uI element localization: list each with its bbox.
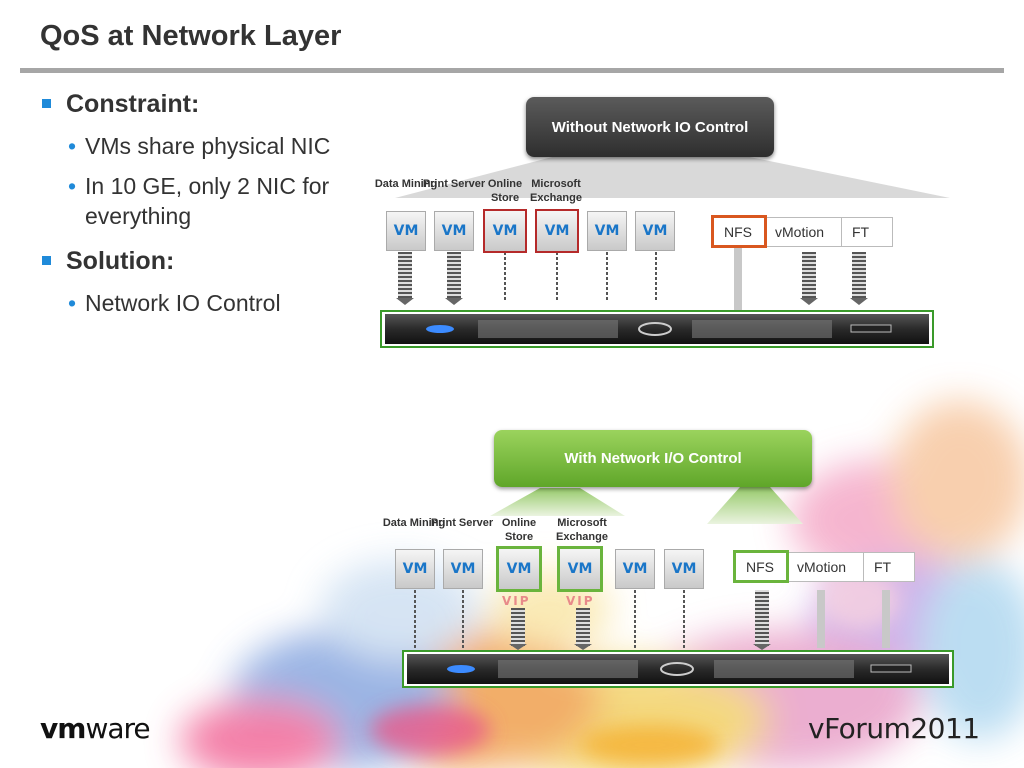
sub-bullet: • In 10 GE, only 2 NIC for everything — [40, 171, 370, 231]
bullet-solution: Solution: — [40, 247, 370, 276]
title-divider — [20, 68, 1004, 73]
bottom-fan-right — [707, 487, 803, 524]
vm-tile: VM — [587, 211, 627, 251]
service-nfs-highlighted: NFS — [711, 215, 767, 248]
vm-tile: VM — [386, 211, 426, 251]
service-nfs-highlighted: NFS — [733, 550, 789, 583]
dot-bullet-icon: • — [68, 173, 77, 199]
sub-bullet-text: VMs share physical NIC — [85, 133, 331, 159]
label-print-server: Print Server — [422, 178, 486, 190]
vm-tile: VM — [635, 211, 675, 251]
bullet-list: Constraint: • VMs share physical NIC • I… — [40, 90, 370, 328]
top-arrows — [396, 246, 868, 310]
vm-tile: VM — [664, 549, 704, 589]
without-nioc-callout: Without Network IO Control — [526, 97, 774, 157]
service-ft: FT — [841, 217, 893, 247]
vip-label: VIP — [566, 594, 595, 608]
vm-tile: VM — [434, 211, 474, 251]
vm-tile-highlighted: VM — [535, 209, 579, 253]
sub-bullet-text: In 10 GE, only 2 NIC for everything — [85, 173, 330, 229]
vforum-logo: vForum2011 — [808, 712, 980, 745]
service-vmotion: vMotion — [786, 552, 864, 582]
label-online-store: Online Store — [501, 517, 537, 543]
top-fan-shape — [395, 155, 950, 198]
label-microsoft-exchange: Microsoft Exchange — [530, 178, 582, 204]
slide-title: QoS at Network Layer — [40, 20, 342, 52]
service-ft: FT — [863, 552, 915, 582]
vm-tile-highlighted: VM — [483, 209, 527, 253]
bottom-fan-left — [490, 488, 625, 516]
vm-tile-vip: VM — [496, 546, 542, 592]
with-nioc-callout: With Network I/O Control — [494, 430, 812, 487]
label-data-mining: Data Mining — [382, 517, 446, 529]
vm-tile: VM — [615, 549, 655, 589]
label-data-mining: Data Mining — [374, 178, 438, 190]
square-bullet-icon — [42, 99, 51, 108]
service-vmotion: vMotion — [764, 217, 842, 247]
sub-bullet: • VMs share physical NIC — [40, 131, 370, 161]
bullet-constraint-text: Constraint: — [66, 90, 200, 118]
vip-label: VIP — [502, 594, 531, 608]
vm-tile: VM — [443, 549, 483, 589]
vm-tile: VM — [395, 549, 435, 589]
square-bullet-icon — [42, 256, 51, 265]
bottom-server-nic — [402, 650, 954, 688]
vm-tile-vip: VM — [557, 546, 603, 592]
bullet-constraint: Constraint: — [40, 90, 370, 119]
sub-bullet-text: Network IO Control — [85, 290, 281, 316]
bullet-solution-text: Solution: — [66, 247, 175, 275]
dot-bullet-icon: • — [68, 133, 77, 159]
sub-bullet: • Network IO Control — [40, 288, 370, 318]
label-online-store: Online Store — [487, 178, 523, 204]
vmware-logo: vmware — [40, 712, 151, 745]
label-microsoft-exchange: Microsoft Exchange — [556, 517, 608, 543]
bottom-arrows — [414, 590, 890, 650]
dot-bullet-icon: • — [68, 290, 77, 316]
label-print-server: Print Server — [430, 517, 494, 529]
top-server-nic — [380, 310, 934, 348]
